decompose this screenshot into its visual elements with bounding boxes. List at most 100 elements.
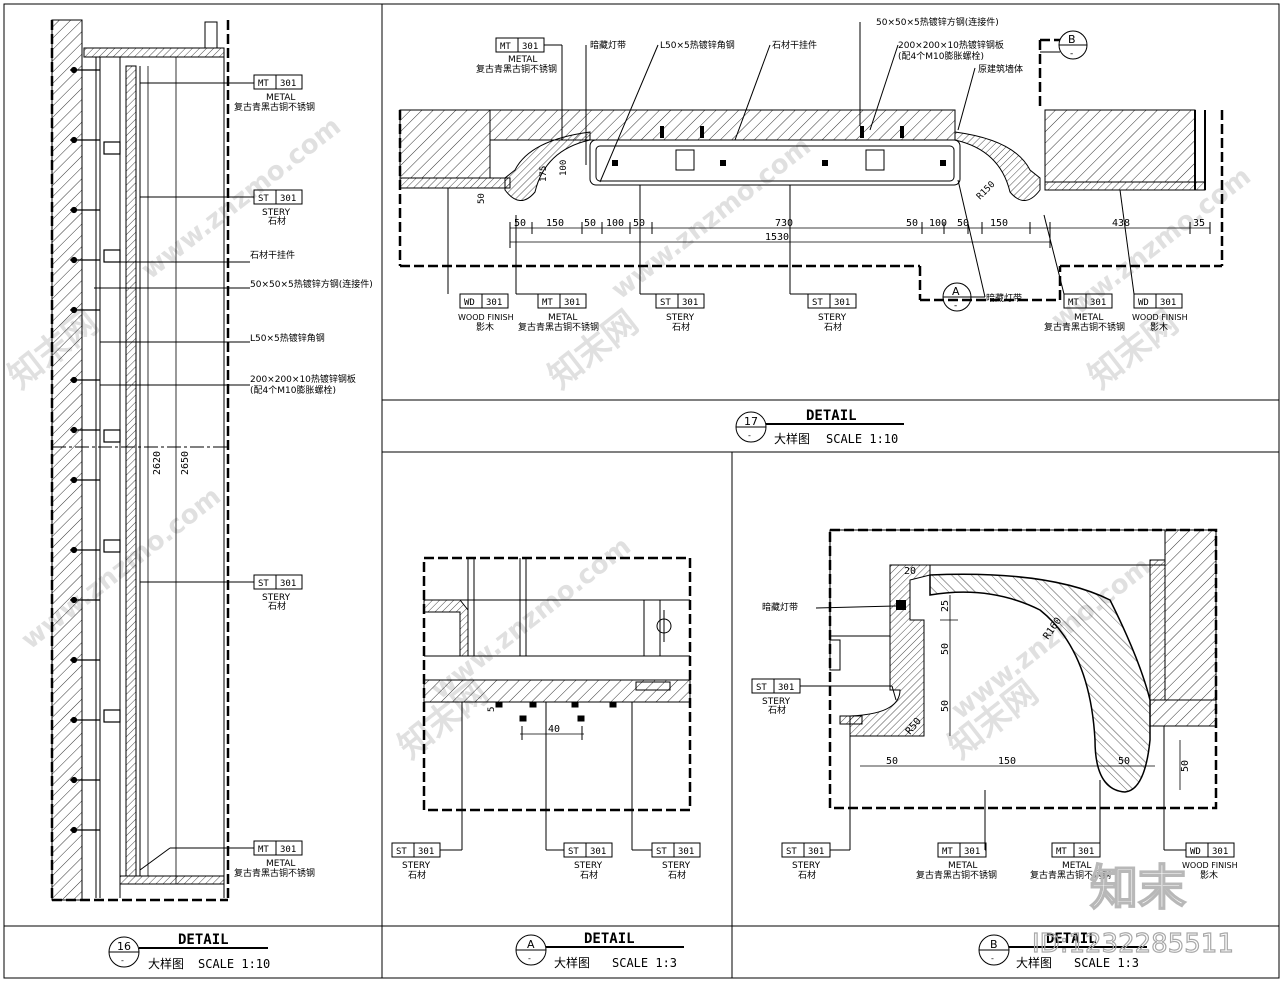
tag-code: ST (258, 579, 269, 589)
tag-num: 301 (486, 298, 502, 308)
tag-cn: 石材 (768, 704, 786, 716)
panel-16-drawing: 2620 2650 (50, 19, 230, 902)
watermarks: www.znzmo.com www.znzmo.com www.znzmo.co… (1, 112, 1257, 768)
panel-a-tags: ST 301 STERY 石材 ST 301 STERY 石材 ST 301 S… (391, 702, 701, 881)
tag-cn: 影木 (476, 321, 494, 333)
note-hidden-light: 暗藏灯带 (762, 601, 798, 613)
detail-number: 16 (117, 940, 131, 953)
tag-num: 301 (778, 683, 794, 693)
tag-en: METAL (266, 93, 295, 103)
tag-en: METAL (948, 861, 977, 871)
panel-17-labels: MT 301 METAL 复古青黑古铜不锈钢 暗藏灯带 L50×5热镀锌角钢 石… (476, 16, 1023, 75)
note-steel-plate: 200×200×10热镀锌钢板 (898, 39, 1004, 51)
dim-b-h150: 150 (998, 756, 1016, 767)
detail-scale: SCALE 1:10 (198, 957, 270, 971)
tag-code: MT (500, 42, 511, 52)
dim-b-50b: 50 (940, 700, 951, 712)
title-block-17: 17 - DETAIL 大样图 SCALE 1:10 (735, 408, 904, 446)
dim-b-25: 25 (940, 600, 951, 612)
tag-code: WD (1138, 298, 1149, 308)
note-steel-plate-sub: (配4个M10膨胀螺栓) (250, 384, 336, 396)
dim: 50 (633, 218, 645, 229)
tag-code: MT (1056, 847, 1067, 857)
tag-cn: 复古青黑古铜不锈钢 (518, 321, 599, 333)
tag-num: 301 (280, 579, 296, 589)
dim: 50 (584, 218, 596, 229)
sheet-ref: - (121, 956, 124, 965)
note-stone-hanger: 石材干挂件 (250, 249, 295, 261)
tag-code: ST (660, 298, 671, 308)
callout-b-letter: B (1068, 33, 1076, 46)
tag-cn: 石材 (668, 869, 686, 881)
dim: 50 (957, 218, 969, 229)
id-watermark: ID:1232285511 (1032, 929, 1234, 959)
dim-2620: 2620 (152, 451, 163, 475)
note-angle-steel: L50×5热镀锌角钢 (660, 39, 735, 51)
detail-subtitle: 大样图 (1016, 955, 1052, 970)
tag-num: 301 (280, 79, 296, 89)
panel-a-drawing: 40 5 (422, 556, 692, 812)
tag-en: STERY (262, 208, 291, 218)
dim: 50 (906, 218, 918, 229)
callout-a-marker: A - 暗藏灯带 (942, 179, 1022, 312)
tag-cn: 石材 (408, 869, 426, 881)
tag-code: ST (812, 298, 823, 308)
tag-en: WOOD FINISH (458, 313, 514, 322)
tag-num: 301 (564, 298, 580, 308)
detail-scale: SCALE 1:10 (826, 432, 898, 446)
tag-code: WD (1190, 847, 1201, 857)
dim-radius: R150 (975, 180, 997, 202)
dim-total: 1530 (765, 232, 789, 243)
tag-cn: 石材 (672, 321, 690, 333)
tag-num: 301 (280, 845, 296, 855)
dim: 50 (514, 218, 526, 229)
detail-number: 17 (744, 415, 758, 428)
tag-en: STERY (262, 593, 291, 603)
tag-code: MT (1068, 298, 1079, 308)
tag-cn: 石材 (268, 215, 286, 227)
tag-num: 301 (280, 194, 296, 204)
tag-cn: 影木 (1150, 321, 1168, 333)
dim-b-h50b: 50 (1118, 756, 1130, 767)
dim: 730 (775, 218, 793, 229)
tag-cn: 石材 (824, 321, 842, 333)
tag-en: STERY (792, 861, 821, 871)
dim: 100 (559, 160, 569, 176)
tag-code: ST (258, 194, 269, 204)
dim: 150 (546, 218, 564, 229)
tag-en: METAL (266, 859, 295, 869)
tag-num: 301 (1212, 847, 1228, 857)
tag-cn: 石材 (268, 600, 286, 612)
tag-cn: 复古青黑古铜不锈钢 (234, 867, 315, 879)
tag-en: METAL (548, 313, 577, 323)
panel-b-tags: 暗藏灯带 ST 301 STERY 石材 ST 301 STERY 石材 MT … (751, 601, 1238, 881)
tag-code: ST (656, 847, 667, 857)
panel-17-annotations (495, 22, 1060, 183)
tag-code: MT (258, 845, 269, 855)
tag-cn: 复古青黑古铜不锈钢 (1030, 869, 1111, 881)
tag-en: STERY (574, 861, 603, 871)
tag-cn: 复古青黑古铜不锈钢 (234, 101, 315, 113)
sheet-ref: - (991, 954, 994, 963)
tag-num: 301 (1160, 298, 1176, 308)
detail-subtitle: 大样图 (554, 955, 590, 970)
tag-num: 301 (808, 847, 824, 857)
tag-en: STERY (662, 861, 691, 871)
detail-title: DETAIL (1046, 931, 1097, 947)
dim: 175 (539, 166, 549, 182)
sheet-ref: - (748, 431, 751, 440)
callout-a-letter: A (952, 285, 960, 298)
tag-num: 301 (590, 847, 606, 857)
panel-frames (3, 3, 1280, 979)
dim-a-width: 40 (548, 724, 560, 735)
tag-en: STERY (402, 861, 431, 871)
tag-num: 301 (682, 298, 698, 308)
note-hidden-light: 暗藏灯带 (590, 39, 626, 51)
tag-cn: 复古青黑古铜不锈钢 (916, 869, 997, 881)
tag-code: ST (568, 847, 579, 857)
tag-code: ST (756, 683, 767, 693)
tag-cn: 石材 (580, 869, 598, 881)
tag-cn: 影木 (1200, 869, 1218, 881)
tag-code: MT (542, 298, 553, 308)
